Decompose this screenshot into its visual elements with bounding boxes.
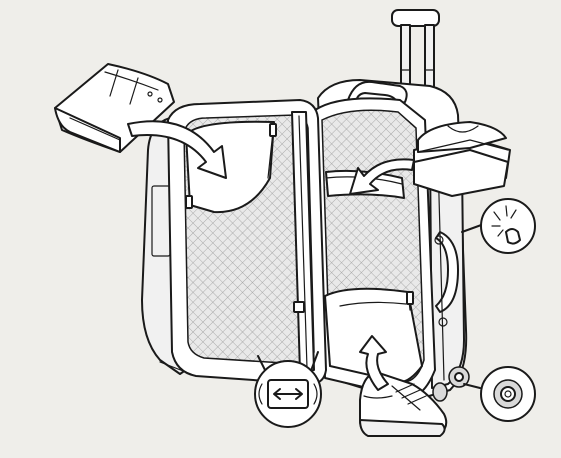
arrow-jeans-to-lid (127, 120, 227, 179)
arrow-shoe-to-pocket (359, 335, 389, 391)
suitcase-left-lid (141, 99, 327, 385)
folded-shirts-icon (413, 121, 511, 197)
expansion-zip-callout-icon (254, 351, 322, 428)
lock-button-callout-icon (461, 198, 536, 254)
wheel-callout-icon (463, 366, 536, 422)
arrow-shirts-to-pocket (349, 158, 415, 195)
suitcase-wheels (432, 366, 470, 402)
folded-jeans-icon (54, 63, 175, 153)
right-compartment (314, 97, 436, 399)
